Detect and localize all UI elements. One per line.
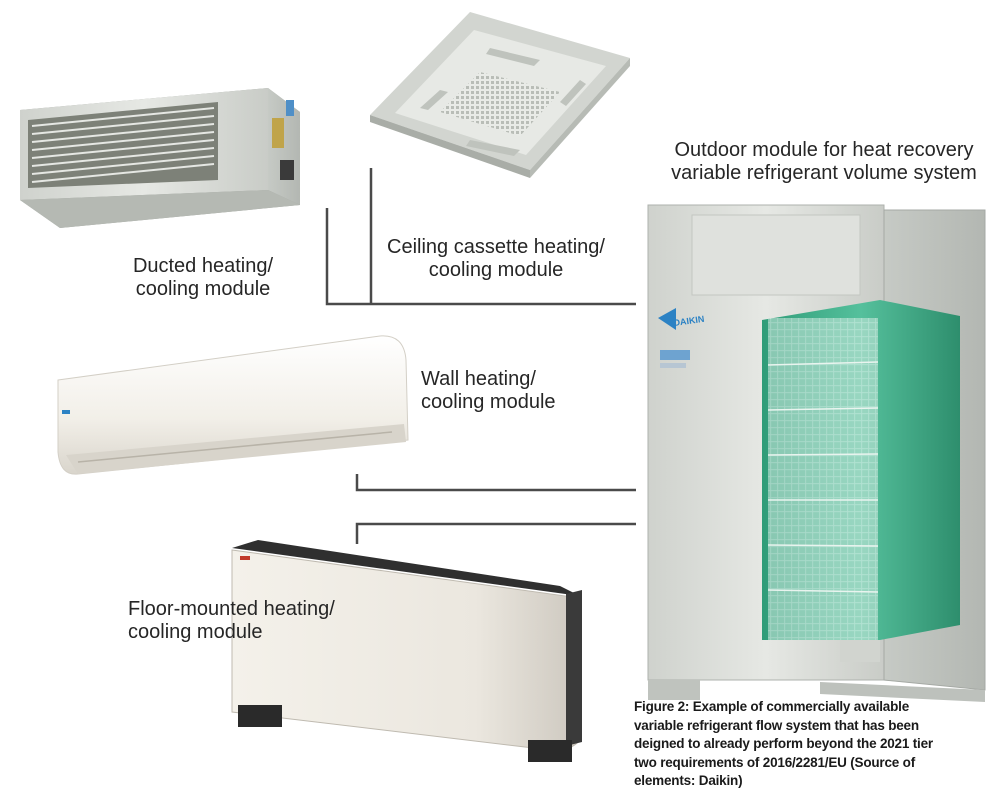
outdoor-unit-image: DAIKIN	[647, 204, 986, 702]
label-wall-line-2: cooling module	[421, 391, 556, 413]
floor-unit-image	[231, 540, 582, 762]
label-outdoor-line-2: variable refrigerant volume system	[671, 162, 977, 184]
label-outdoor-module: Outdoor module for heat recovery variabl…	[654, 139, 994, 185]
caption-line-1: Figure 2: Example of commercially availa…	[634, 699, 910, 714]
ducted-unit-image	[20, 88, 300, 228]
caption-line-3: deigned to already perform beyond the 20…	[634, 736, 933, 751]
label-ducted-module: Ducted heating/ cooling module	[118, 255, 288, 301]
label-floor-line-1: Floor-mounted heating/	[128, 598, 335, 620]
label-floor-line-2: cooling module	[128, 621, 263, 643]
label-wall-line-1: Wall heating/	[421, 368, 536, 390]
label-cassette-module: Ceiling cassette heating/ cooling module	[384, 236, 608, 282]
connector-wall	[355, 474, 636, 492]
wall-unit-image	[57, 335, 409, 475]
label-ducted-line-2: cooling module	[135, 278, 271, 300]
label-cassette-line-1: Ceiling cassette heating/	[387, 236, 605, 258]
caption-line-4: two requirements of 2016/2281/EU (Source…	[634, 754, 915, 770]
label-wall-module: Wall heating/ cooling module	[421, 368, 556, 414]
cassette-unit-image	[370, 12, 630, 178]
label-ducted-line-1: Ducted heating/	[132, 255, 274, 277]
label-cassette-line-2: cooling module	[428, 259, 564, 281]
label-outdoor-line-1: Outdoor module for heat recovery	[674, 139, 974, 161]
caption-line-5: elements: Daikin)	[634, 773, 743, 788]
connector-lines	[325, 168, 636, 544]
brand-logo: DAIKIN	[673, 314, 705, 328]
caption-line-2: variable refrigerant flow system that ha…	[634, 717, 919, 733]
connector-floor	[355, 522, 636, 544]
connector-ducted	[325, 208, 636, 306]
label-floor-module: Floor-mounted heating/ cooling module	[128, 598, 335, 644]
figure-caption: Figure 2: Example of commercially availa…	[634, 698, 974, 791]
